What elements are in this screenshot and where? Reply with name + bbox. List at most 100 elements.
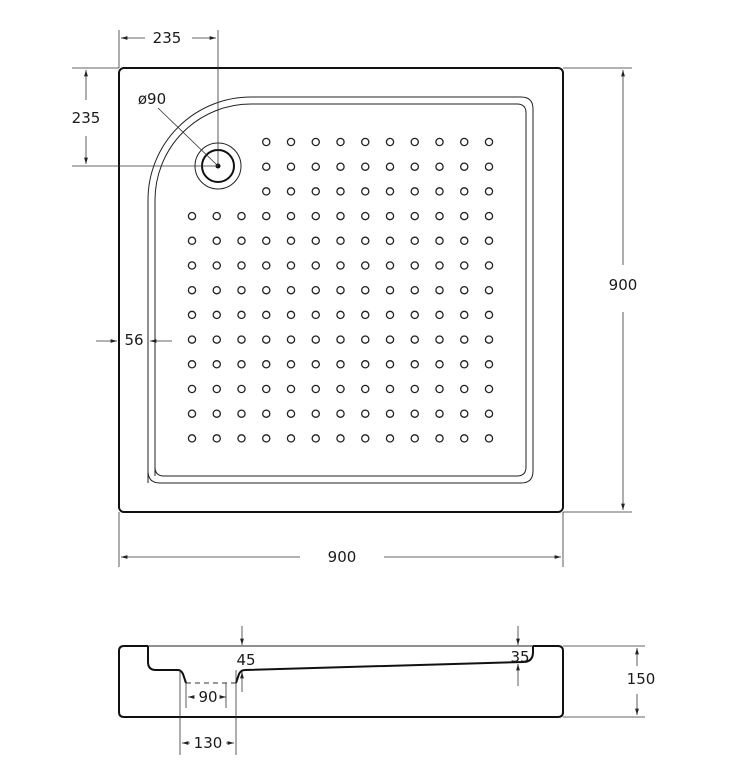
anti-slip-dot [212,236,221,246]
anti-slip-dot [286,360,296,369]
anti-slip-dot [410,360,419,369]
dim-left-drain-offset: 235 [72,109,101,127]
anti-slip-dot [484,384,494,394]
anti-slip-dot [435,137,444,147]
anti-slip-dot [459,285,469,295]
anti-slip-dot [336,335,345,344]
anti-slip-dot [286,162,296,171]
anti-slip-dot [311,310,320,320]
anti-slip-dot [435,236,444,246]
anti-slip-dot [237,384,246,394]
anti-slip-dot [187,335,197,344]
anti-slip-dot [311,261,320,270]
anti-slip-dot [336,211,345,221]
dim-depth-at-drain: 45 [236,651,255,669]
anti-slip-dot [336,409,345,418]
anti-slip-dot [385,137,395,147]
anti-slip-dot [311,187,320,196]
anti-slip-dot [459,137,469,147]
anti-slip-dot [237,310,246,320]
anti-slip-dot [212,409,221,418]
dim-width: 900 [328,548,357,566]
anti-slip-dot [336,162,345,171]
anti-slip-dot [435,360,444,369]
anti-slip-dot [385,285,395,295]
anti-slip-dot [187,360,197,369]
anti-slip-dot [286,335,296,344]
anti-slip-dot [311,162,320,171]
anti-slip-dot [261,162,271,171]
anti-slip-dot [435,434,444,443]
anti-slip-dot [459,434,469,443]
anti-slip-dot [435,211,444,221]
anti-slip-dot [484,409,494,418]
anti-slip-dot [435,409,444,418]
anti-slip-dot [410,310,419,320]
anti-slip-dot [237,335,246,344]
anti-slip-dot [360,310,370,320]
anti-slip-dot [286,285,296,295]
anti-slip-dot [459,236,469,246]
anti-slip-dot [261,409,271,418]
anti-slip-dot [459,187,469,196]
anti-slip-dot [237,236,246,246]
anti-slip-dot [261,285,271,295]
anti-slip-dot [187,310,197,320]
anti-slip-dot [459,211,469,221]
anti-slip-dot [311,384,320,394]
anti-slip-dot [212,360,221,369]
anti-slip-dot [484,285,494,295]
anti-slip-dot [286,434,296,443]
anti-slip-dot [410,162,419,171]
anti-slip-dot [311,236,320,246]
anti-slip-dot [311,137,320,147]
dim-drain-inner-width: 90 [198,688,217,706]
anti-slip-dot [336,360,345,369]
anti-slip-dot [336,137,345,147]
dim-height: 900 [609,276,638,294]
anti-slip-dot [484,434,494,443]
anti-slip-dot [212,384,221,394]
anti-slip-dot [484,187,494,196]
anti-slip-dot [336,187,345,196]
section-basin-profile [147,646,534,684]
anti-slip-dot [360,434,370,443]
anti-slip-dot [336,261,345,270]
drain-diameter-label: ø90 [138,90,166,108]
anti-slip-dot [187,434,197,443]
anti-slip-dot [261,187,271,196]
anti-slip-dot [237,360,246,369]
anti-slip-dot [459,261,469,270]
anti-slip-dot [410,335,419,344]
anti-slip-dot [385,409,395,418]
anti-slip-dot [385,335,395,344]
anti-slip-dot [212,434,221,443]
anti-slip-dot [410,261,419,270]
anti-slip-dot [311,335,320,344]
dim-total-height: 150 [627,670,656,688]
anti-slip-dot [484,360,494,369]
anti-slip-dot [484,335,494,344]
anti-slip-dot [360,162,370,171]
anti-slip-dot [237,261,246,270]
anti-slip-dot [385,236,395,246]
anti-slip-dot [484,236,494,246]
anti-slip-dot [435,187,444,196]
anti-slip-dot [311,211,320,221]
anti-slip-dot [459,360,469,369]
anti-slip-dot [435,384,444,394]
anti-slip-dot [385,384,395,394]
anti-slip-dot [385,187,395,196]
anti-slip-dot [484,137,494,147]
anti-slip-dot [187,236,197,246]
anti-slip-dot [212,261,221,270]
anti-slip-dot [459,409,469,418]
anti-slip-dot [212,211,221,221]
anti-slip-dot [261,360,271,369]
anti-slip-dot [484,261,494,270]
anti-slip-dot [410,236,419,246]
anti-slip-dot [261,137,271,147]
anti-slip-dot [261,310,271,320]
anti-slip-dot [410,285,419,295]
dim-top-drain-offset: 235 [153,29,182,47]
